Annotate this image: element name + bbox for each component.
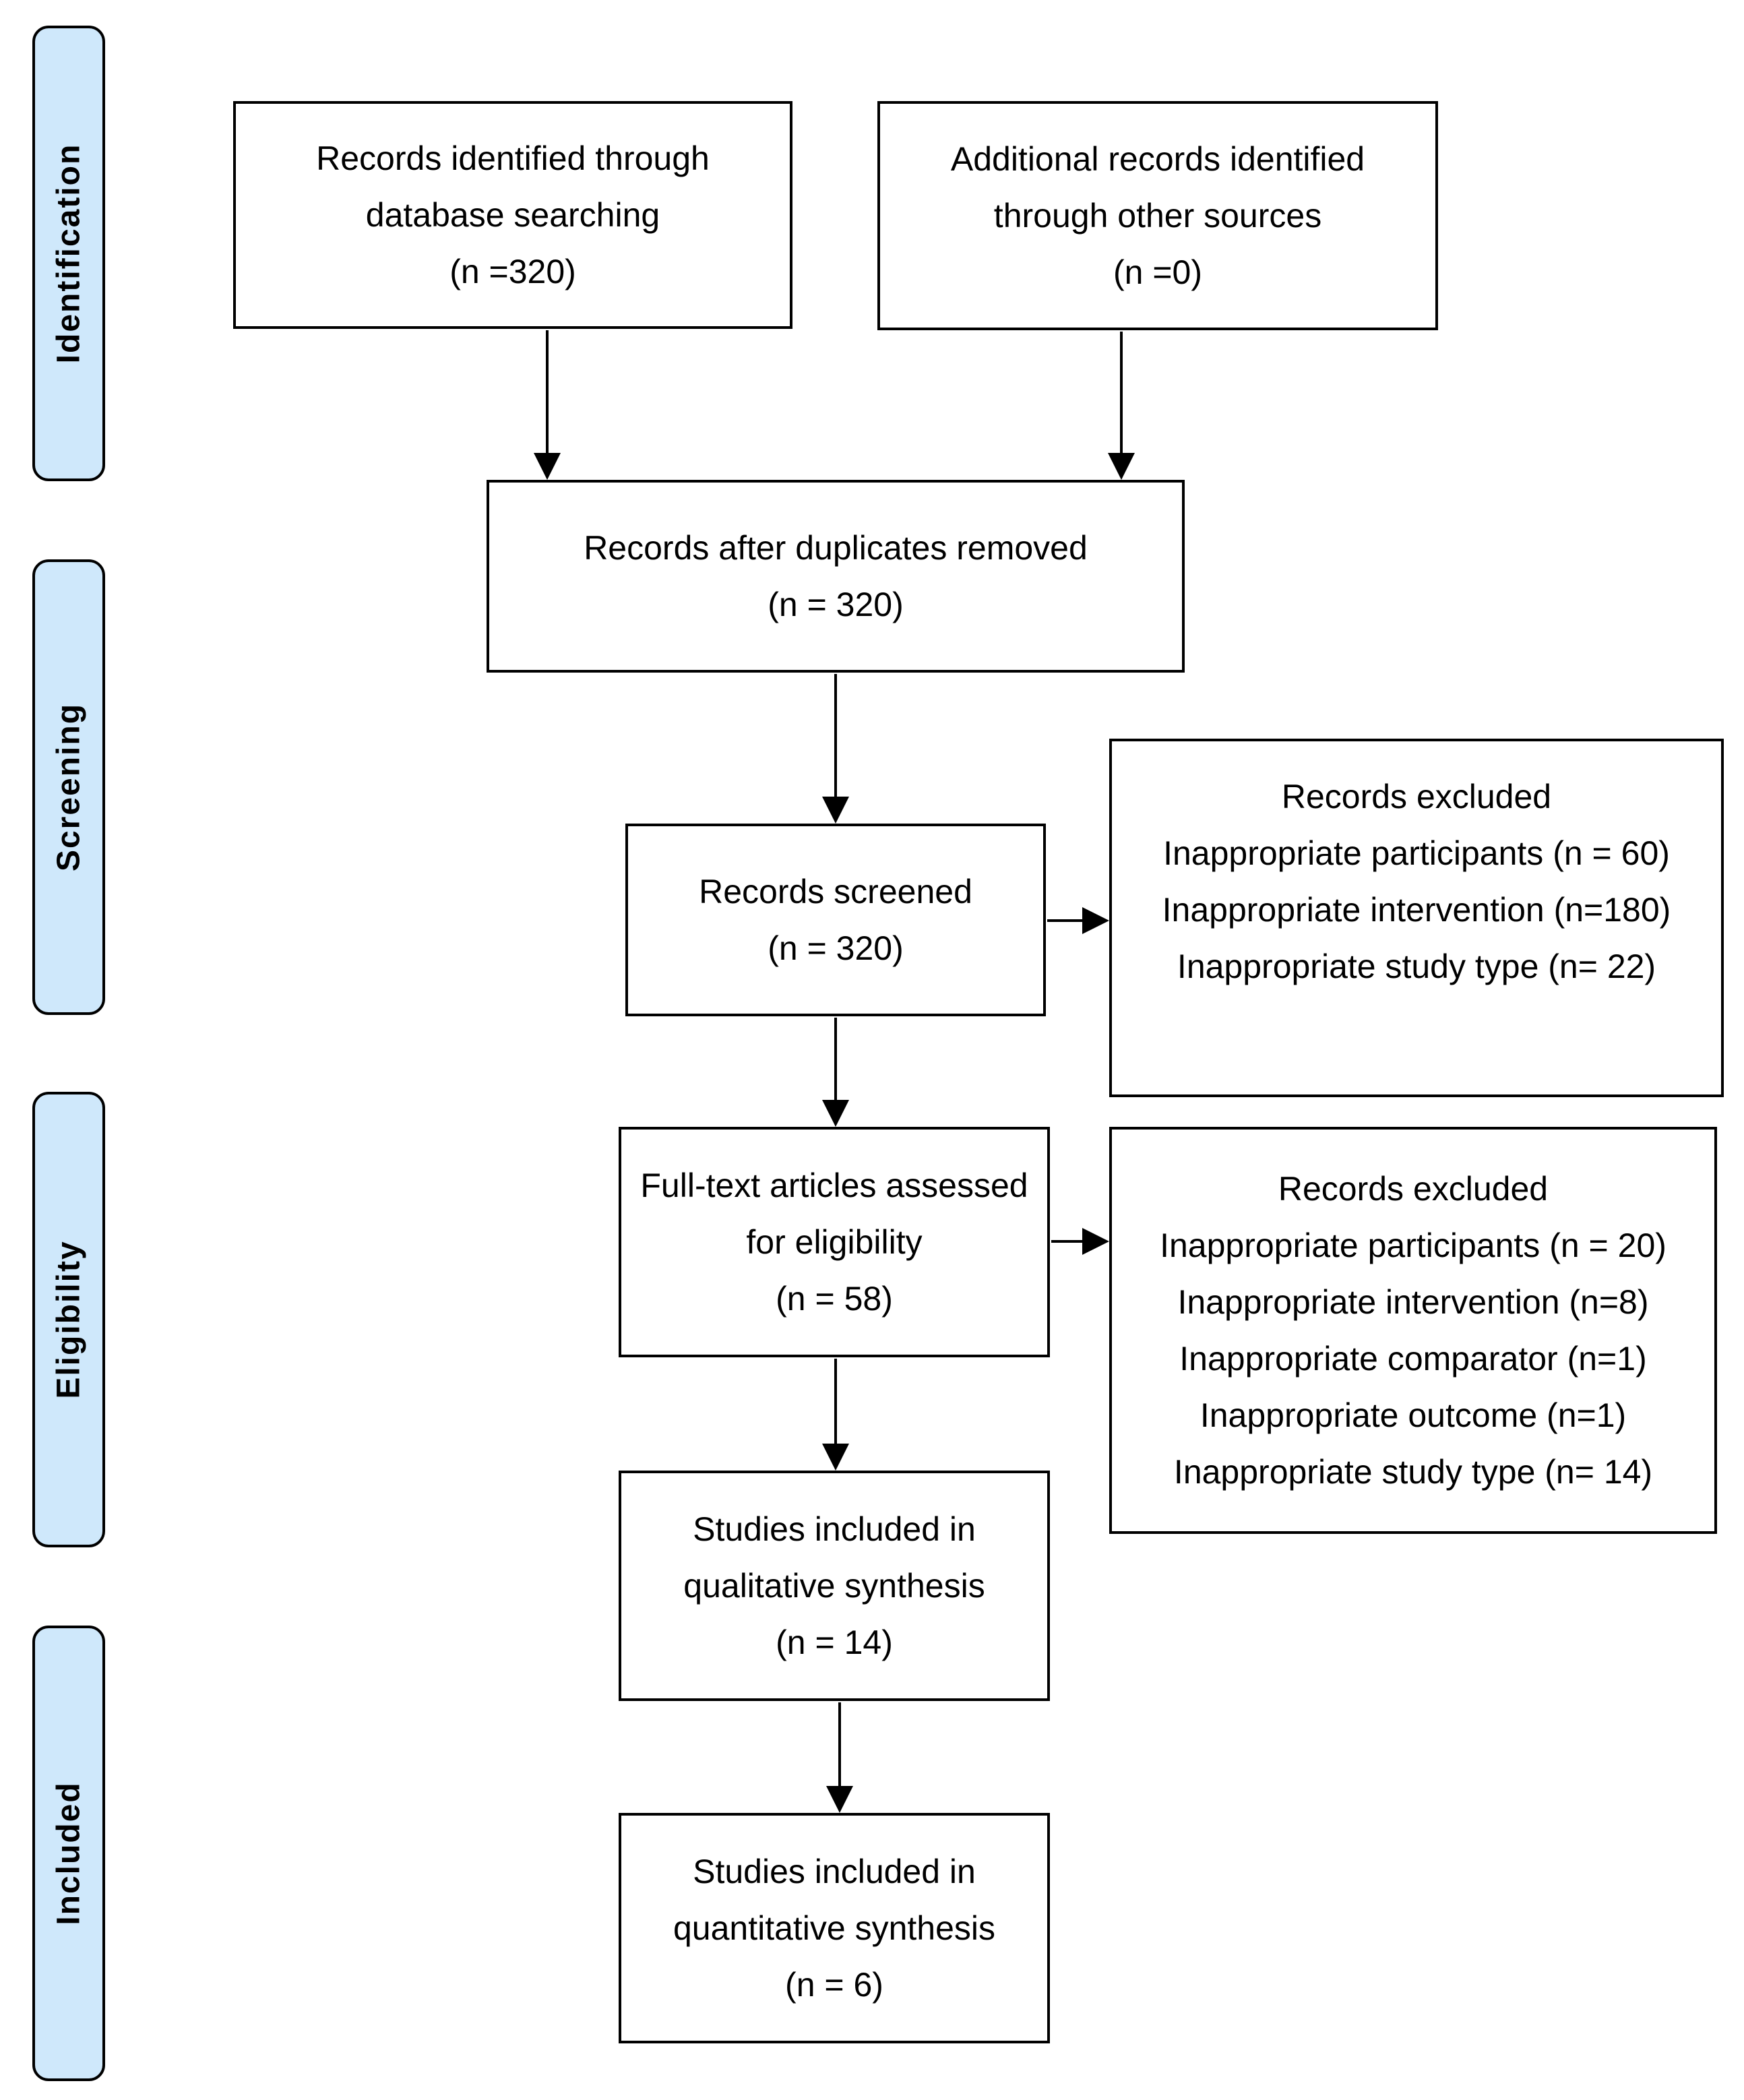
box-line: Records excluded bbox=[1281, 778, 1552, 815]
box-line: (n =320) bbox=[449, 253, 576, 290]
box-records-excluded-eligibility: Records excluded Inappropriate participa… bbox=[1109, 1127, 1717, 1534]
box-records-screened: Records screened (n = 320) bbox=[625, 824, 1046, 1016]
box-after-duplicates: Records after duplicates removed (n = 32… bbox=[487, 480, 1185, 673]
stage-tab-eligibility: Eligibility bbox=[32, 1092, 105, 1547]
box-line: Inappropriate participants (n = 60) bbox=[1163, 834, 1670, 872]
box-line: through other sources bbox=[993, 197, 1322, 235]
box-line: Additional records identified bbox=[950, 140, 1365, 178]
box-line: Inappropriate study type (n= 22) bbox=[1177, 948, 1656, 985]
box-fulltext-assessed: Full-text articles assessed for eligibil… bbox=[619, 1127, 1050, 1357]
box-records-excluded-screening: Records excluded Inappropriate participa… bbox=[1109, 739, 1724, 1097]
box-other-sources: Additional records identified through ot… bbox=[877, 101, 1438, 330]
box-line: Studies included in bbox=[693, 1853, 976, 1890]
stage-tab-identification: Identification bbox=[32, 26, 105, 481]
box-line: Records excluded bbox=[1278, 1170, 1549, 1208]
box-line: Records screened bbox=[699, 873, 972, 910]
box-quantitative-synthesis: Studies included in quantitative synthes… bbox=[619, 1813, 1050, 2043]
box-line: (n = 14) bbox=[776, 1624, 893, 1661]
box-line: Full-text articles assessed bbox=[640, 1167, 1028, 1204]
box-line: qualitative synthesis bbox=[683, 1567, 985, 1605]
box-line: Inappropriate outcome (n=1) bbox=[1200, 1396, 1627, 1434]
box-line: (n = 6) bbox=[785, 1966, 883, 2004]
box-line: (n =0) bbox=[1113, 253, 1202, 291]
box-line: (n = 320) bbox=[768, 586, 904, 623]
stage-tab-screening: Screening bbox=[32, 559, 105, 1015]
box-line: Inappropriate intervention (n=8) bbox=[1177, 1283, 1649, 1321]
box-line: quantitative synthesis bbox=[673, 1909, 996, 1947]
box-line: (n = 58) bbox=[776, 1280, 893, 1318]
box-line: Inappropriate comparator (n=1) bbox=[1179, 1340, 1647, 1378]
box-line: Inappropriate study type (n= 14) bbox=[1173, 1453, 1653, 1491]
box-line: for eligibility bbox=[746, 1223, 923, 1261]
box-line: Records after duplicates removed bbox=[584, 529, 1088, 567]
box-line: Inappropriate intervention (n=180) bbox=[1162, 891, 1671, 929]
box-line: Records identified through bbox=[316, 140, 710, 177]
box-line: Studies included in bbox=[693, 1510, 976, 1548]
box-qualitative-synthesis: Studies included in qualitative synthesi… bbox=[619, 1471, 1050, 1701]
stage-tab-included: Included bbox=[32, 1626, 105, 2081]
box-line: Inappropriate participants (n = 20) bbox=[1160, 1227, 1667, 1264]
box-database-records: Records identified through database sear… bbox=[233, 101, 792, 329]
box-line: database searching bbox=[365, 196, 660, 234]
box-line: (n = 320) bbox=[768, 929, 904, 967]
